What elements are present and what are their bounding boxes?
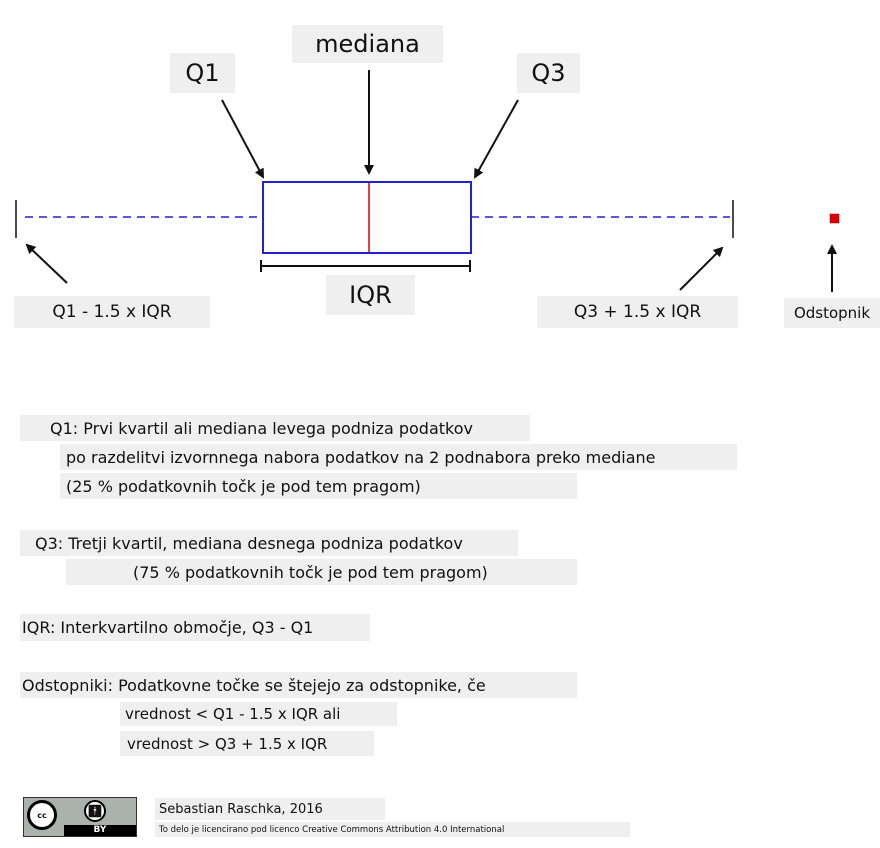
q1-definition-line2: po razdelitvi izvornnega nabora podatkov… bbox=[60, 444, 737, 470]
q1-arrow bbox=[221, 99, 264, 179]
q1-definition-line3: (25 % podatkovnih točk je pod tem pragom… bbox=[60, 473, 577, 499]
author-credit: Sebastian Raschka, 2016 bbox=[155, 798, 385, 820]
lower-fence-label: Q1 - 1.5 x IQR bbox=[14, 296, 210, 328]
q3-definition-line2: (75 % podatkovnih točk je pod tem pragom… bbox=[66, 559, 577, 585]
iqr-label: IQR bbox=[326, 275, 415, 315]
lower-fence-arrow bbox=[25, 243, 68, 284]
upper-fence-label: Q3 + 1.5 x IQR bbox=[537, 296, 738, 328]
by-label: BY bbox=[64, 825, 136, 836]
iqr-box bbox=[262, 181, 472, 254]
outlier-condition-upper: vrednost > Q3 + 1.5 x IQR bbox=[120, 731, 374, 756]
iqr-definition: IQR: Interkvartilno območje, Q3 - Q1 bbox=[20, 614, 370, 641]
cc-icon: cc bbox=[27, 800, 57, 830]
license-text: To delo je licencirano pod licenco Creat… bbox=[155, 822, 630, 837]
outlier-point bbox=[829, 213, 840, 224]
median-label: mediana bbox=[292, 25, 443, 63]
outlier-condition-lower: vrednost < Q1 - 1.5 x IQR ali bbox=[120, 702, 397, 726]
q1-definition: Q1: Prvi kvartil ali mediana levega podn… bbox=[20, 415, 530, 441]
outlier-label: Odstopnik bbox=[784, 298, 880, 328]
q1-label: Q1 bbox=[170, 53, 235, 93]
cc-by-badge: cc 🚹︎ BY bbox=[23, 797, 137, 837]
iqr-bracket bbox=[260, 260, 471, 272]
q3-arrow bbox=[474, 99, 519, 179]
q3-definition: Q3: Tretji kvartil, mediana desnega podn… bbox=[20, 530, 518, 556]
attribution-person-icon: 🚹︎ bbox=[84, 800, 106, 822]
outlier-definition: Odstopniki: Podatkovne točke se štejejo … bbox=[20, 672, 577, 698]
upper-fence-arrow bbox=[679, 246, 724, 291]
q3-label: Q3 bbox=[517, 53, 580, 93]
